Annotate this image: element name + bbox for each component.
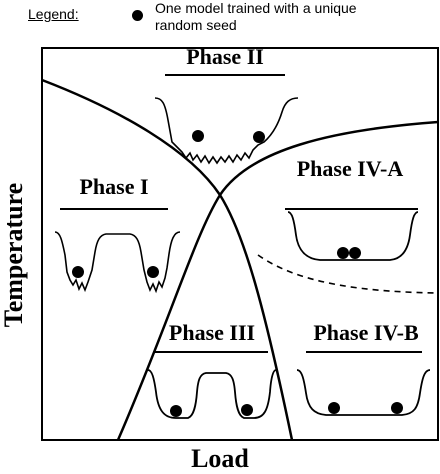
plot-frame xyxy=(41,47,439,441)
phase-1-landscape xyxy=(54,231,181,294)
phase-3-model-dot-left xyxy=(170,405,182,417)
legend-entry-line-1: One model trained with a unique xyxy=(155,0,357,16)
legend-label: Legend: xyxy=(28,6,79,22)
phase-2-model-dot-right xyxy=(253,131,265,143)
phase-3-title: Phase III xyxy=(168,320,256,345)
phase-1-model-dot-left xyxy=(72,266,84,278)
phase-4a-landscape xyxy=(287,211,419,261)
phase-2-model-dot-left xyxy=(192,130,204,142)
boundary-curve-right xyxy=(116,120,439,441)
phase-4a-title: Phase IV-A xyxy=(296,156,404,181)
y-axis-label: Temperature xyxy=(0,182,28,328)
phase-4a-model-dot-left xyxy=(337,247,349,259)
phase-2-title: Phase II xyxy=(186,44,264,69)
legend-marker-dot xyxy=(132,10,143,21)
legend-entry-text: One model trained with a unique random s… xyxy=(155,0,415,34)
legend-entry-line-2: random seed xyxy=(155,17,237,33)
phase-3-model-dot-right xyxy=(241,404,253,416)
phase-1-title: Phase I xyxy=(79,174,149,199)
phase-4b-model-dot-right xyxy=(391,402,403,414)
phase-4b-title: Phase IV-B xyxy=(313,320,419,345)
phase-2-landscape xyxy=(154,97,299,165)
phase-4b-model-dot-left xyxy=(328,402,340,414)
phase-4b-landscape xyxy=(296,369,431,416)
legend: Legend: One model trained with a unique … xyxy=(28,0,438,42)
phase-4a-model-dot-right xyxy=(349,247,361,259)
x-axis-label: Load xyxy=(191,444,249,473)
phase-1-model-dot-right xyxy=(147,266,159,278)
phase-3-landscape xyxy=(147,369,277,419)
